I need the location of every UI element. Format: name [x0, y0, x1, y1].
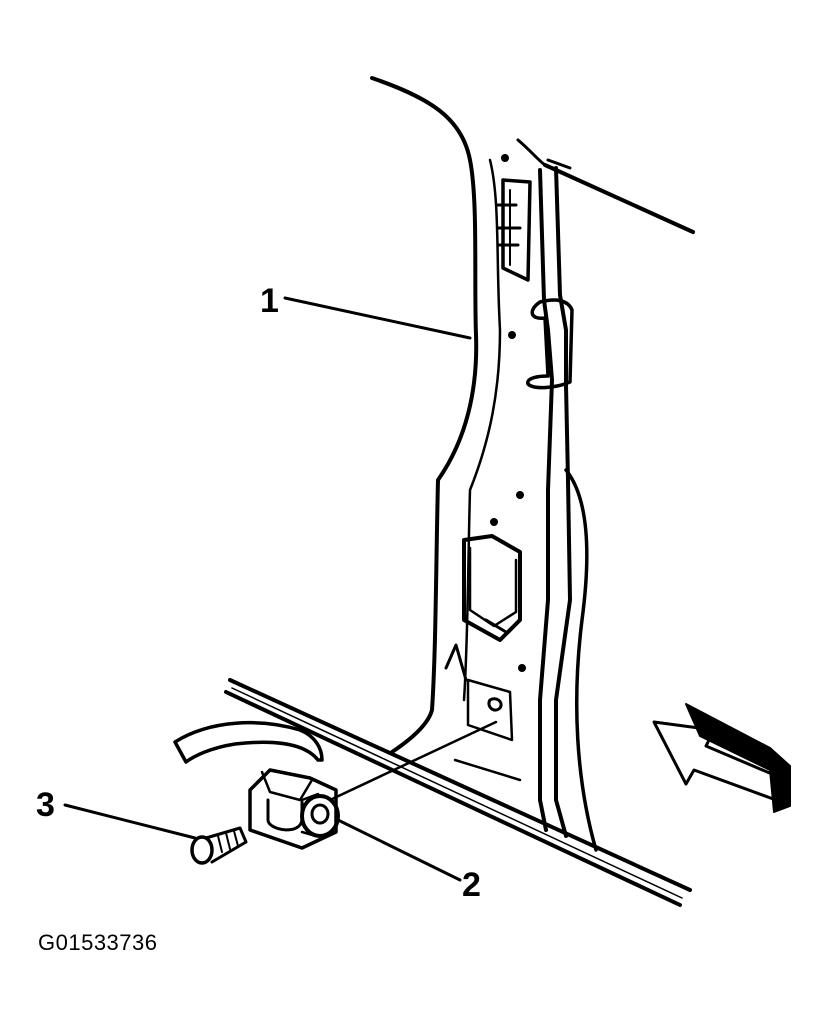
pillar-holes [490, 154, 526, 672]
door-check-bracket [173, 720, 340, 850]
callout-1-label: 1 [260, 282, 279, 320]
callout-3-leader [63, 803, 197, 840]
bolt [190, 826, 248, 865]
callout-1-leader [283, 296, 472, 340]
callout-2-leader [336, 818, 462, 882]
figure-id: G01533736 [38, 930, 158, 955]
view-direction-arrow-icon [652, 703, 791, 813]
pillar-panel [224, 76, 695, 907]
callout-3-label: 3 [36, 786, 55, 824]
alignment-line [328, 720, 498, 802]
callout-2-label: 2 [462, 866, 481, 904]
